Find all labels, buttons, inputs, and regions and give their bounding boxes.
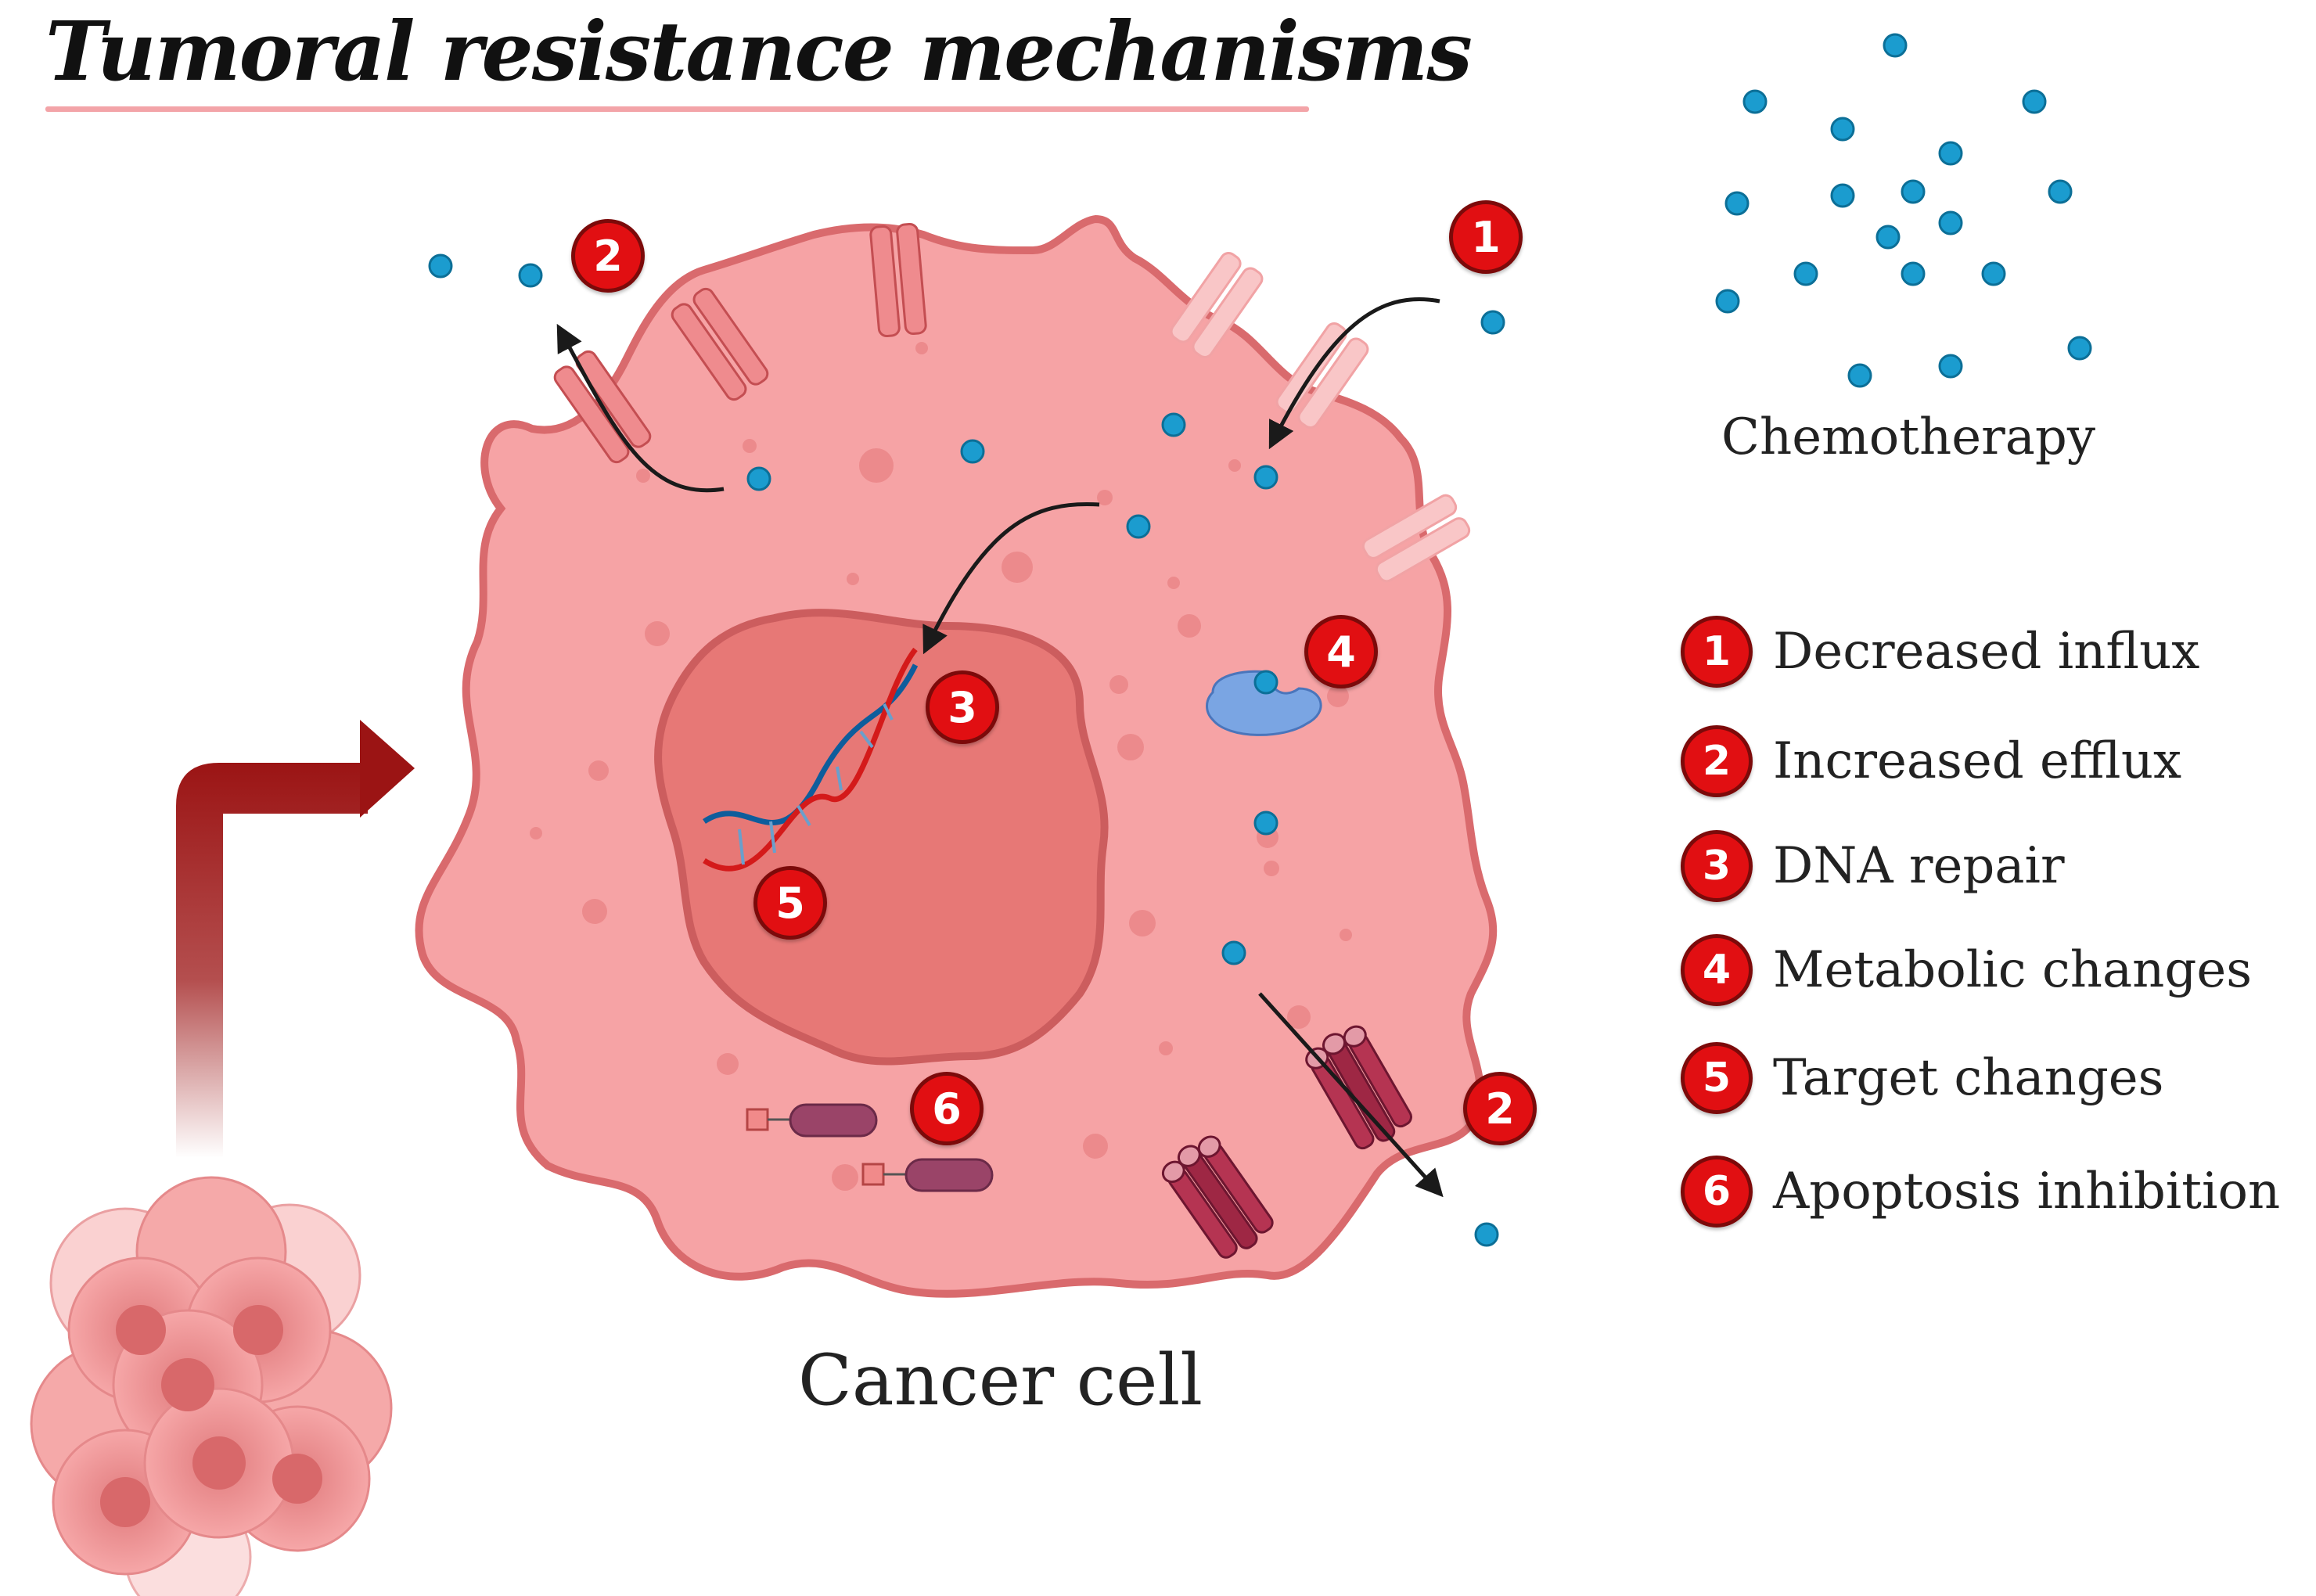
badge-decreased-influx: 1 — [1449, 200, 1523, 274]
legend-label: Increased efflux — [1773, 732, 2182, 790]
process-arrows — [556, 297, 1444, 1198]
page-title: Tumoral resistance mechanisms — [45, 3, 1473, 99]
legend-label: Target changes — [1773, 1049, 2164, 1107]
legend-badge: 2 — [1681, 725, 1753, 797]
dna-helix — [703, 647, 919, 872]
legend-item-decreased-influx: 1 Decreased influx — [1681, 609, 2199, 695]
cytoplasm-vesicles — [530, 342, 1352, 1191]
badge-apoptosis-inhibition: 6 — [910, 1072, 984, 1145]
legend-item-target-changes: 5 Target changes — [1681, 1035, 2164, 1121]
chemotherapy-label: Chemotherapy — [1721, 408, 2095, 466]
legend-label: Decreased influx — [1773, 623, 2200, 681]
tumor-cluster — [30, 1176, 393, 1596]
legend-badge: 5 — [1681, 1042, 1753, 1114]
progression-arrow — [176, 720, 415, 1158]
legend-label: DNA repair — [1773, 837, 2065, 895]
legend-badge: 3 — [1681, 830, 1753, 902]
influx-transporters — [1170, 251, 1471, 583]
badge-dna-repair: 3 — [926, 670, 999, 744]
legend-label: Apoptosis inhibition — [1773, 1163, 2281, 1220]
legend-label: Metabolic changes — [1773, 941, 2253, 999]
title-underline — [45, 106, 1309, 112]
legend-item-apoptosis-inhibition: 6 Apoptosis inhibition — [1681, 1148, 2280, 1235]
apoptosis-proteins — [746, 1103, 994, 1192]
legend-item-dna-repair: 3 DNA repair — [1681, 823, 2065, 909]
membrane-channels — [553, 222, 927, 464]
legend-badge: 4 — [1681, 934, 1753, 1006]
legend-item-metabolic-changes: 4 Metabolic changes — [1681, 927, 2252, 1013]
badge-target-changes: 5 — [753, 866, 827, 940]
badge-increased-efflux-top: 2 — [571, 219, 645, 293]
cancer-cell-label: Cancer cell — [798, 1339, 1203, 1422]
badge-increased-efflux-bottom: 2 — [1463, 1072, 1537, 1145]
legend-item-increased-efflux: 2 Increased efflux — [1681, 718, 2181, 804]
badge-metabolic-changes: 4 — [1304, 615, 1378, 688]
legend-badge: 6 — [1681, 1156, 1753, 1228]
legend-badge: 1 — [1681, 616, 1753, 688]
drug-molecules — [428, 33, 2092, 1247]
metabolic-enzyme — [1206, 670, 1322, 736]
